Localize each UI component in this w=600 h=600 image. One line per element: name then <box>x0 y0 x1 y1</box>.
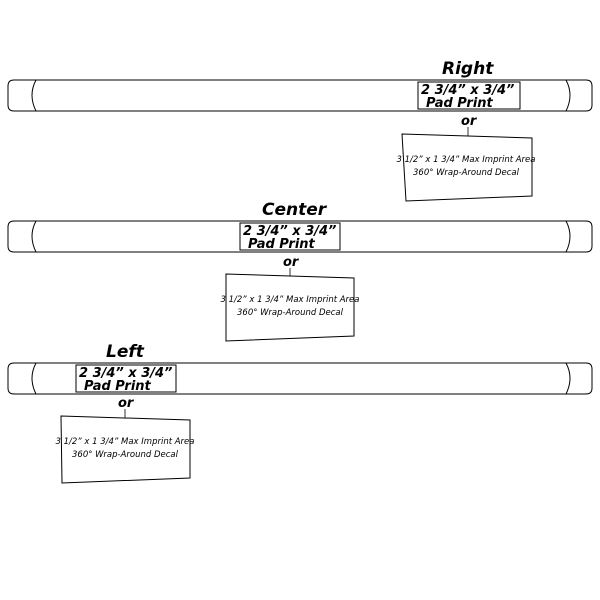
option-heading: Left <box>106 342 145 362</box>
option-left: Left 2 3/4” x 3/4” Pad Print or 3 1/2” x… <box>7 342 593 484</box>
pad-print-label: Pad Print <box>84 379 152 394</box>
or-connector: or <box>118 396 135 411</box>
decal-box <box>401 133 533 202</box>
pad-print-dimensions: 2 3/4” x 3/4” <box>243 224 336 239</box>
decal-line1: 3 1/2” x 1 3/4” Max Imprint Area <box>55 437 194 447</box>
pad-print-label: Pad Print <box>248 237 316 252</box>
decal-line2: 360° Wrap-Around Decal <box>237 308 344 318</box>
pad-print-dimensions: 2 3/4” x 3/4” <box>421 83 514 98</box>
decal-box <box>225 273 355 342</box>
tube-cap-left <box>7 220 37 253</box>
tube-cap-left <box>7 79 37 112</box>
or-connector: or <box>283 255 300 270</box>
pad-print-box <box>417 81 521 110</box>
decal-line1: 3 1/2” x 1 3/4” Max Imprint Area <box>396 155 535 165</box>
decal-box <box>60 415 191 484</box>
option-heading: Center <box>262 200 328 220</box>
decal-line2: 360° Wrap-Around Decal <box>72 450 179 460</box>
tube-cap-right <box>565 79 593 112</box>
pad-print-label: Pad Print <box>426 96 494 111</box>
option-right: Right 2 3/4” x 3/4” Pad Print or 3 1/2” … <box>7 59 593 202</box>
option-center: Center 2 3/4” x 3/4” Pad Print or 3 1/2”… <box>7 200 593 342</box>
decal-line1: 3 1/2” x 1 3/4” Max Imprint Area <box>220 295 359 305</box>
decal-line2: 360° Wrap-Around Decal <box>413 168 520 178</box>
tube-cap-left <box>7 362 37 395</box>
option-heading: Right <box>442 59 494 79</box>
pad-print-box <box>75 364 177 393</box>
tube-cap-right <box>565 220 593 253</box>
or-connector: or <box>461 114 478 129</box>
tube-cap-right <box>565 362 593 395</box>
pad-print-box <box>239 222 341 251</box>
pad-print-dimensions: 2 3/4” x 3/4” <box>79 366 172 381</box>
